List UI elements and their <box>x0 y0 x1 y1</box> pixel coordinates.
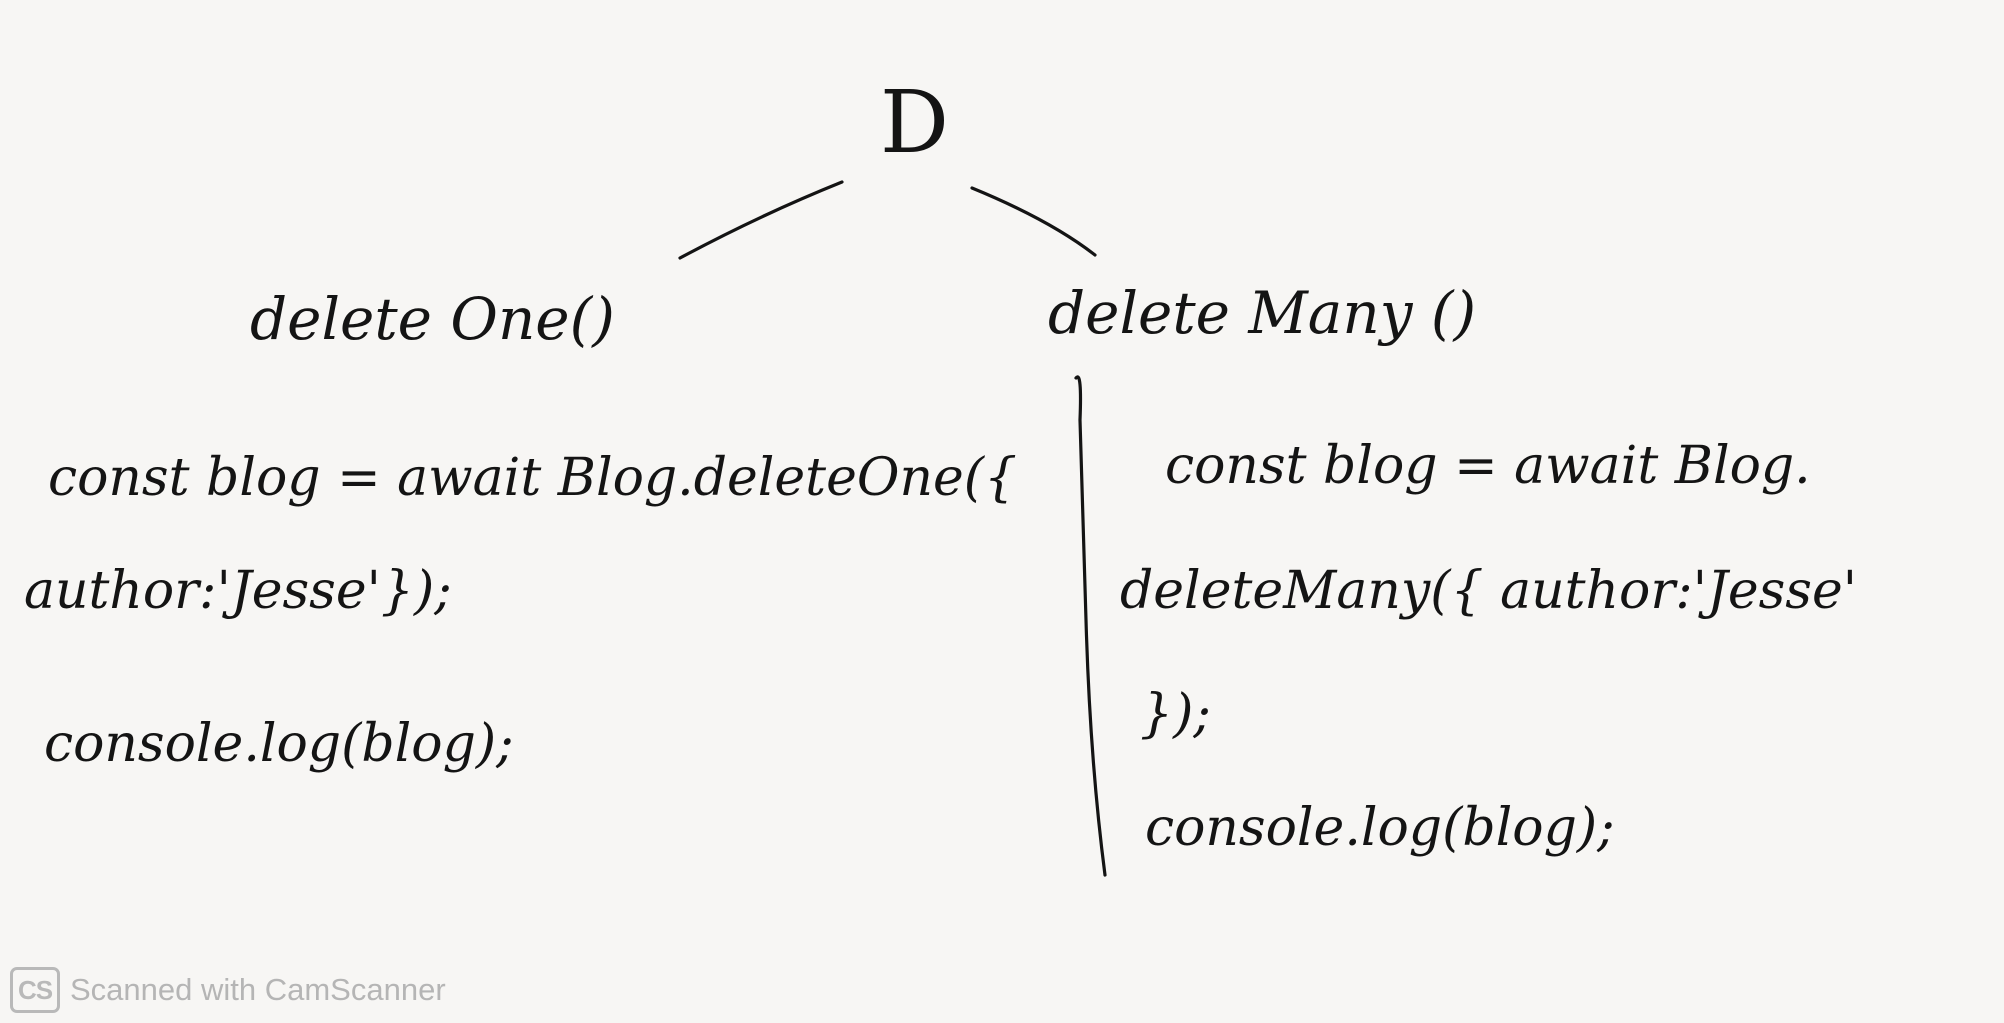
right-branch-line <box>970 186 1097 257</box>
right-branch-heading: delete Many () <box>1048 279 1477 347</box>
right-code-line: const blog = await Blog. <box>1165 436 1811 496</box>
camscanner-logo-icon: CS <box>10 967 60 1013</box>
watermark-text: Scanned with CamScanner <box>70 972 446 1007</box>
left-code-line: const blog = await Blog.deleteOne({ <box>48 448 1018 508</box>
vertical-divider <box>1074 375 1107 877</box>
camscanner-watermark: CS Scanned with CamScanner <box>10 964 446 1016</box>
right-code-line: deleteMany({ author:'Jesse' <box>1120 561 1858 621</box>
right-code-line: }); <box>1140 684 1211 744</box>
left-branch-heading: delete One() <box>250 285 615 353</box>
root-node-label: D <box>880 73 949 173</box>
right-code-line: console.log(blog); <box>1145 798 1615 858</box>
left-code-line: author:'Jesse'}); <box>24 561 452 621</box>
left-branch-line <box>678 180 844 260</box>
left-code-line: console.log(blog); <box>44 714 514 774</box>
